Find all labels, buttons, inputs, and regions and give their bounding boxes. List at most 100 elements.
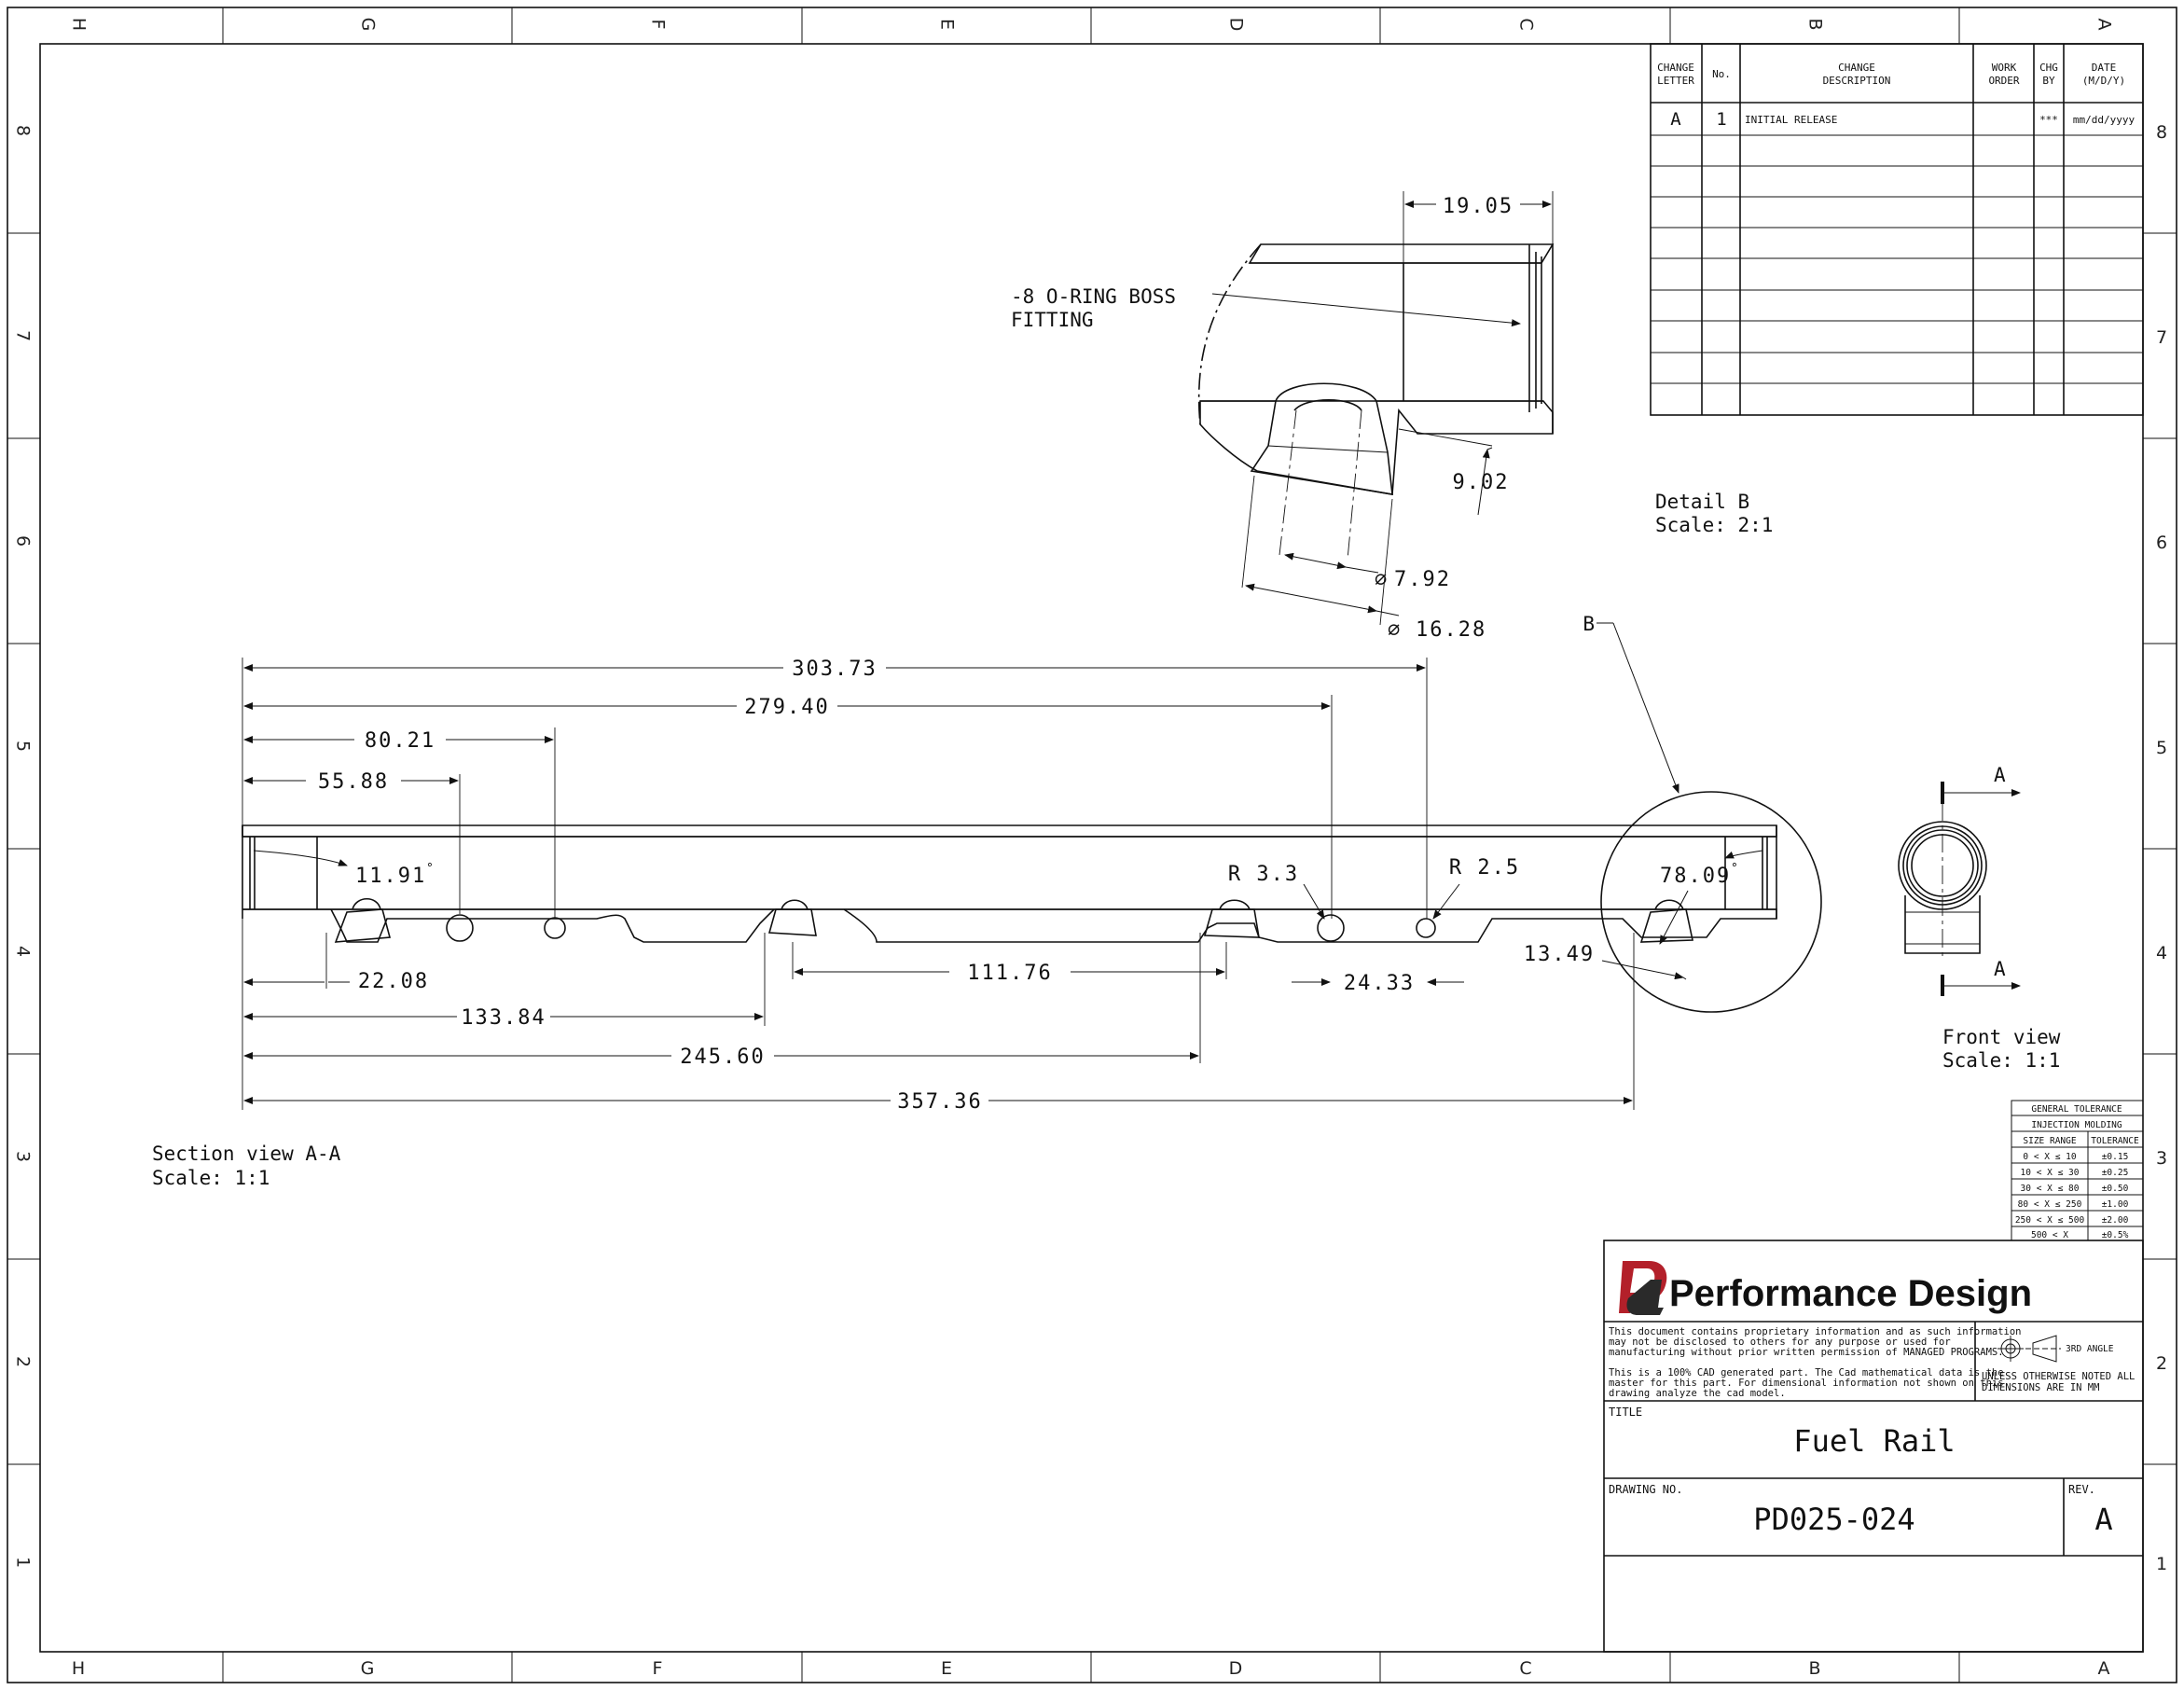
cross-hole [446, 914, 474, 942]
notice-line: master for this part. For dimensional in… [1609, 1378, 2004, 1389]
units-note-line2: DIMENSIONS ARE IN MM [1982, 1382, 2099, 1393]
rev-header-number: No. [1712, 68, 1731, 80]
zone-col-top: D [1226, 18, 1247, 32]
dim-111-76: 111.76 [967, 962, 1052, 985]
dim-303-73: 303.73 [792, 658, 877, 681]
zone-col-bottom: G [361, 1658, 375, 1679]
zone-col-top: G [358, 18, 379, 32]
dim-13-49: 13.49 [1524, 943, 1595, 966]
drawing-title: Fuel Rail [1793, 1423, 1955, 1459]
tolerance-value: ±0.5% [2102, 1230, 2129, 1240]
detail-b-circle [1600, 791, 1822, 1013]
zone-row-right: 4 [2156, 943, 2167, 963]
section-marker-a-bottom: A [1994, 958, 2006, 980]
zone-col-bottom: C [1519, 1658, 1531, 1679]
rev-row-chg-by: *** [2039, 114, 2058, 126]
rev-header-chg-2: BY [2042, 75, 2055, 87]
zone-row-right: 5 [2156, 738, 2167, 758]
rev-header-date-1: DATE [2092, 62, 2117, 74]
zone-col-bottom: A [2098, 1658, 2110, 1679]
dim-357-36: 357.36 [897, 1090, 982, 1114]
rev-header-wo-2: ORDER [1988, 75, 2019, 87]
zone-col-bottom: E [941, 1658, 952, 1679]
sheet-border: H G F E D C B A H G F E D C B A 8 7 6 5 … [7, 7, 2177, 1683]
rev-header-letter-1: CHANGE [1657, 62, 1694, 74]
section-view-aa: B [152, 613, 1822, 1189]
detail-b-title: Detail B [1655, 491, 1749, 513]
diameter-icon: ⌀ [1375, 568, 1389, 591]
third-angle-projection-icon [1997, 1335, 2061, 1363]
callout-oring-line1: -8 O-RING BOSS [1011, 285, 1176, 308]
detail-b-marker: B [1583, 613, 1595, 635]
angle-11-91: 11.91 [355, 865, 426, 888]
notice-line: manufacturing without prior written perm… [1609, 1347, 2004, 1358]
tolerance-value: ±1.00 [2102, 1199, 2129, 1210]
performance-design-logo: Performance Design [1619, 1261, 2032, 1315]
notice-line: may not be disclosed to others for any p… [1609, 1337, 1951, 1348]
rev-header-wo-1: WORK [1992, 62, 2017, 74]
rev-row-number: 1 [1716, 109, 1726, 130]
front-view-title: Front view [1942, 1026, 2061, 1048]
rev-label: REV. [2068, 1483, 2095, 1496]
tolerance-range: 80 < X ≤ 250 [2018, 1199, 2082, 1210]
zone-row-right: 8 [2156, 122, 2167, 143]
zone-col-top: A [2094, 19, 2115, 31]
cross-hole [1317, 914, 1345, 942]
notice-line: drawing analyze the cad model. [1609, 1388, 1786, 1399]
tolerance-header-range: SIZE RANGE [2023, 1136, 2076, 1146]
front-view: A A Front view Scale: 1:1 [1898, 764, 2061, 1072]
dim-133-84: 133.84 [461, 1006, 546, 1030]
tolerance-header-tol: TOLERANCE [2091, 1136, 2139, 1146]
zone-col-bottom: D [1229, 1658, 1243, 1679]
notice-line: This document contains proprietary infor… [1609, 1326, 2022, 1337]
detail-b-scale: Scale: 2:1 [1655, 514, 1773, 536]
degree-icon: ° [426, 862, 435, 876]
tolerance-range: 500 < X [2031, 1230, 2068, 1240]
zone-row-right: 3 [2156, 1148, 2167, 1169]
zone-col-top: E [937, 19, 958, 30]
dim-19-05: 19.05 [1443, 195, 1514, 218]
zone-row-left: 6 [13, 535, 34, 547]
rev-header-date-2: (M/D/Y) [2082, 75, 2125, 87]
zone-col-bottom: F [653, 1658, 663, 1679]
zone-row-right: 2 [2156, 1353, 2167, 1374]
dim-80-21: 80.21 [365, 729, 435, 753]
tolerance-value: ±0.25 [2102, 1168, 2129, 1178]
radius-3-3: R 3.3 [1228, 863, 1299, 886]
dim-279-40: 279.40 [744, 696, 829, 719]
section-marker-a-top: A [1994, 764, 2006, 786]
angle-78-09: 78.09 [1660, 865, 1731, 888]
tolerance-value: ±0.15 [2102, 1152, 2129, 1162]
cross-hole [544, 917, 566, 939]
tolerance-range: 250 < X ≤ 500 [2015, 1215, 2085, 1226]
zone-row-left: 7 [13, 330, 34, 341]
rev-row-date: mm/dd/yyyy [2073, 114, 2136, 126]
zone-row-left: 3 [13, 1151, 34, 1162]
title-block: Performance Design This document contain… [1603, 1240, 2144, 1653]
tolerance-range: 30 < X ≤ 80 [2021, 1184, 2080, 1194]
units-note-line1: UNLESS OTHERWISE NOTED ALL [1982, 1371, 2135, 1382]
dim-55-88: 55.88 [318, 770, 389, 794]
rev-header-letter-2: LETTER [1657, 75, 1694, 87]
zone-row-left: 1 [13, 1557, 34, 1568]
section-view-title: Section view A-A [152, 1143, 341, 1165]
cross-hole [1416, 918, 1436, 938]
dim-7-92: 7.92 [1394, 568, 1451, 591]
zone-row-right: 7 [2156, 327, 2167, 348]
zone-col-bottom: H [72, 1658, 85, 1679]
rev-row-description: INITIAL RELEASE [1745, 114, 1837, 126]
dim-24-33: 24.33 [1344, 972, 1415, 995]
detail-b-view: 19.05 9.02 ⌀ 7.92 ⌀ 16.28 -8 O-RING BOSS… [1011, 191, 1773, 642]
rev-header-chg-1: CHG [2039, 62, 2058, 74]
zone-row-right: 1 [2156, 1554, 2167, 1574]
drawing-no-label: DRAWING NO. [1609, 1483, 1682, 1496]
tolerance-title: GENERAL TOLERANCE [2031, 1104, 2122, 1115]
zone-row-right: 6 [2156, 533, 2167, 553]
rev-row-letter: A [1670, 109, 1681, 130]
zone-col-top: C [1516, 18, 1537, 30]
revision-table: CHANGE LETTER No. CHANGE DESCRIPTION WOR… [1650, 43, 2144, 416]
callout-oring-line2: FITTING [1011, 309, 1094, 331]
diameter-icon: ⌀ [1388, 618, 1402, 642]
zone-row-left: 8 [13, 125, 34, 136]
